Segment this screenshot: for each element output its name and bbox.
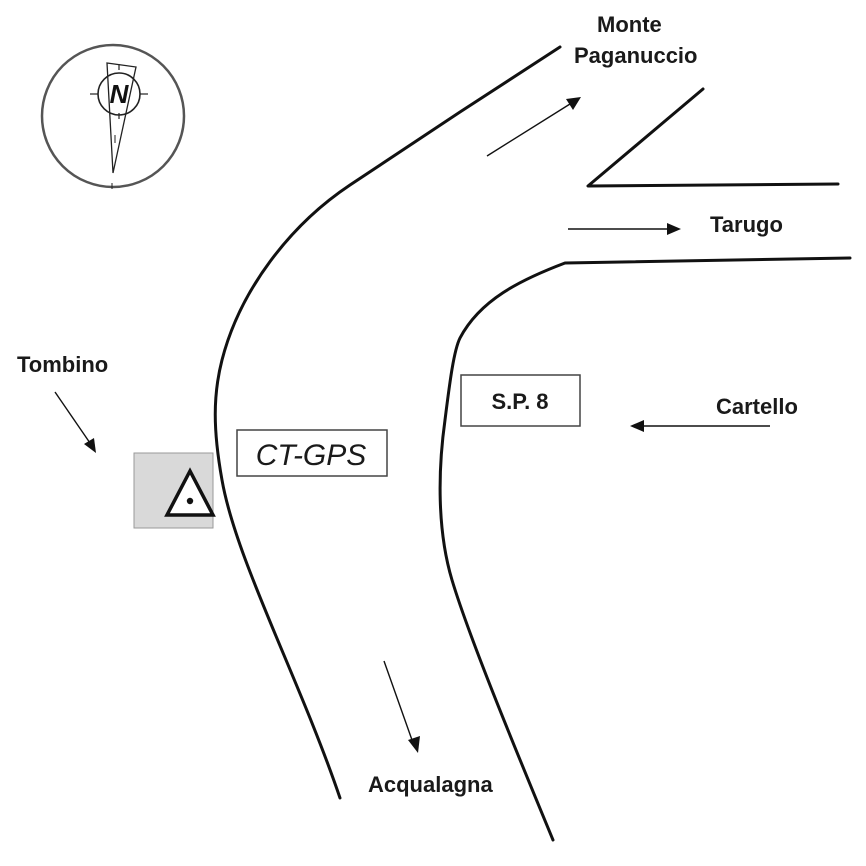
direction-arrow-tombino (54, 391, 96, 453)
place-label-paganuccio: Paganuccio (574, 43, 697, 68)
road-edge-west (213, 45, 562, 800)
station-name-label: CT-GPS (256, 439, 367, 472)
place-label-cartello: Cartello (716, 394, 798, 419)
north-compass-icon: N (40, 43, 186, 189)
direction-arrow-tarugo (568, 223, 681, 235)
place-label-acqualagna: Acqualagna (368, 772, 493, 797)
direction-arrow-acqualagna (383, 660, 420, 753)
road-branch-edge (586, 87, 840, 188)
road-name-box: S.P. 8 (460, 374, 581, 427)
road-name-label: S.P. 8 (491, 389, 548, 414)
direction-arrow-cartello (630, 420, 770, 432)
road-edge-east (438, 256, 852, 842)
station-name-box: CT-GPS (236, 429, 388, 477)
place-label-tarugo: Tarugo (710, 212, 783, 237)
compass-north-letter: N (110, 79, 130, 109)
gps-station-marker-icon (133, 452, 216, 529)
place-label-monte: Monte (597, 12, 662, 37)
direction-arrow-monte-paganuccio (486, 97, 581, 157)
place-label-tombino: Tombino (17, 352, 108, 377)
